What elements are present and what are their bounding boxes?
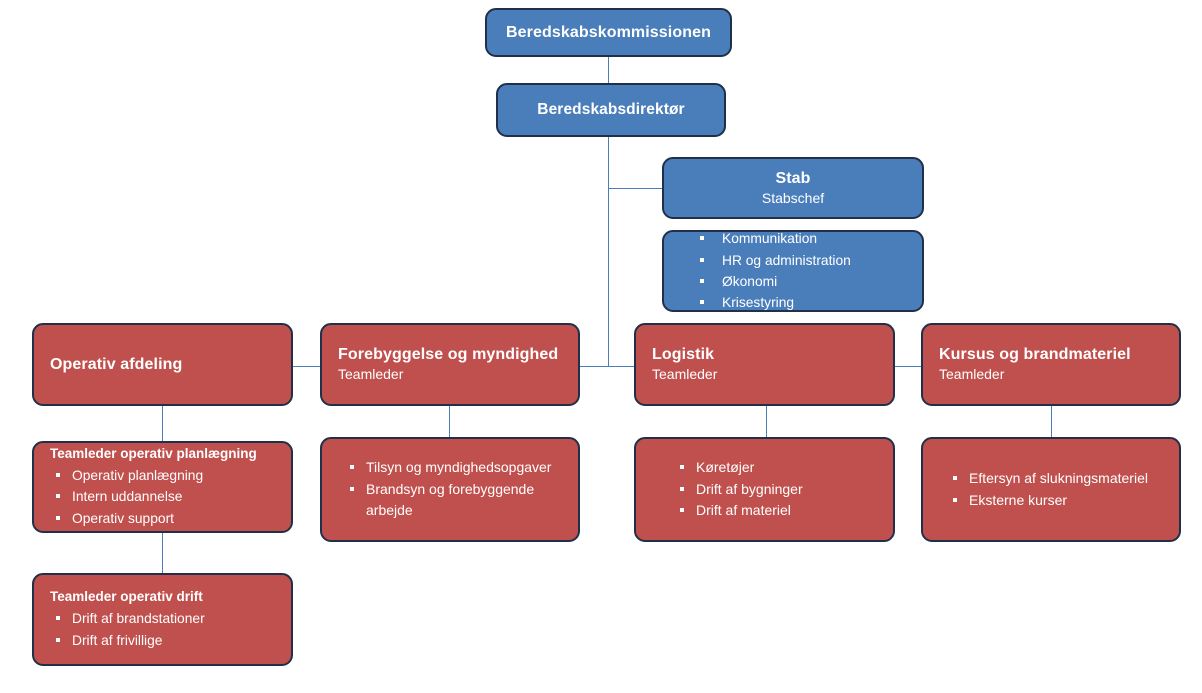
node-title: Stab <box>775 169 811 187</box>
list-item: Intern uddannelse <box>50 486 277 507</box>
node-title: Beredskabsdirektør <box>537 101 685 119</box>
node-logistik[interactable]: Logistik Teamleder <box>634 323 895 406</box>
task-list: Drift af brandstationer Drift af frivill… <box>50 608 277 651</box>
node-title: Beredskabskommissionen <box>506 23 711 41</box>
node-operativ-afdeling[interactable]: Operativ afdeling <box>32 323 293 406</box>
connector-director-trunk <box>608 137 609 366</box>
task-list: Eftersyn af slukningsmateriel Eksterne k… <box>937 468 1167 511</box>
node-title: Logistik <box>652 346 715 364</box>
node-subtitle: Teamleder <box>338 366 404 383</box>
task-list: Tilsyn og myndighedsopgaver Brandsyn og … <box>336 457 566 522</box>
node-title: Teamleder operativ planlægning <box>50 445 257 461</box>
list-item: Drift af materiel <box>674 500 881 522</box>
connector-department-row <box>162 366 1052 367</box>
node-stab-tasks[interactable]: Kommunikation HR og administration Økono… <box>662 230 924 312</box>
node-stab[interactable]: Stab Stabschef <box>662 157 924 219</box>
list-item: Operativ planlægning <box>50 465 277 486</box>
node-subtitle: Stabschef <box>761 189 825 206</box>
connector-forebyggelse-down <box>449 405 450 438</box>
node-title: Teamleder operativ drift <box>50 589 203 605</box>
node-subtitle: Teamleder <box>652 366 718 383</box>
node-kursus-tasks[interactable]: Eftersyn af slukningsmateriel Eksterne k… <box>921 437 1181 542</box>
node-beredskabskommissionen[interactable]: Beredskabskommissionen <box>485 8 732 57</box>
connector-logistik-down <box>766 405 767 438</box>
node-title: Operativ afdeling <box>50 355 183 373</box>
task-list: Operativ planlægning Intern uddannelse O… <box>50 465 277 529</box>
node-teamleder-operativ-drift[interactable]: Teamleder operativ drift Drift af brands… <box>32 573 293 666</box>
connector-trunk-to-stab <box>608 188 664 189</box>
connector-operativ-planlaegning-down <box>162 532 163 574</box>
node-title: Kursus og brandmateriel <box>939 346 1131 364</box>
list-item: Brandsyn og forebyggende arbejde <box>344 479 566 522</box>
node-subtitle: Teamleder <box>939 366 1005 383</box>
node-forebyggelse-og-myndighed[interactable]: Forebyggelse og myndighed Teamleder <box>320 323 580 406</box>
list-item: Drift af bygninger <box>674 479 881 501</box>
node-teamleder-operativ-planlaegning[interactable]: Teamleder operativ planlægning Operativ … <box>32 441 293 533</box>
list-item: Køretøjer <box>674 457 881 479</box>
task-list: Kommunikation HR og administration Økono… <box>678 232 910 310</box>
list-item: Kommunikation <box>678 232 910 250</box>
node-kursus-og-brandmateriel[interactable]: Kursus og brandmateriel Teamleder <box>921 323 1181 406</box>
list-item: Eftersyn af slukningsmateriel <box>947 468 1167 490</box>
list-item: Eksterne kurser <box>947 490 1167 512</box>
node-forebyggelse-tasks[interactable]: Tilsyn og myndighedsopgaver Brandsyn og … <box>320 437 580 542</box>
connector-operativ-down <box>162 405 163 443</box>
node-logistik-tasks[interactable]: Køretøjer Drift af bygninger Drift af ma… <box>634 437 895 542</box>
list-item: Drift af frivillige <box>50 630 277 651</box>
list-item: Operativ support <box>50 508 277 529</box>
connector-kursus-down <box>1051 405 1052 438</box>
connector-commission-to-director <box>608 57 609 86</box>
task-list: Køretøjer Drift af bygninger Drift af ma… <box>650 457 881 522</box>
node-title: Forebyggelse og myndighed <box>338 346 559 364</box>
list-item: Økonomi <box>678 271 910 292</box>
list-item: Drift af brandstationer <box>50 608 277 629</box>
list-item: HR og administration <box>678 250 910 271</box>
node-beredskabsdirektor[interactable]: Beredskabsdirektør <box>496 83 726 137</box>
list-item: Tilsyn og myndighedsopgaver <box>344 457 566 479</box>
list-item: Krisestyring <box>678 292 910 310</box>
